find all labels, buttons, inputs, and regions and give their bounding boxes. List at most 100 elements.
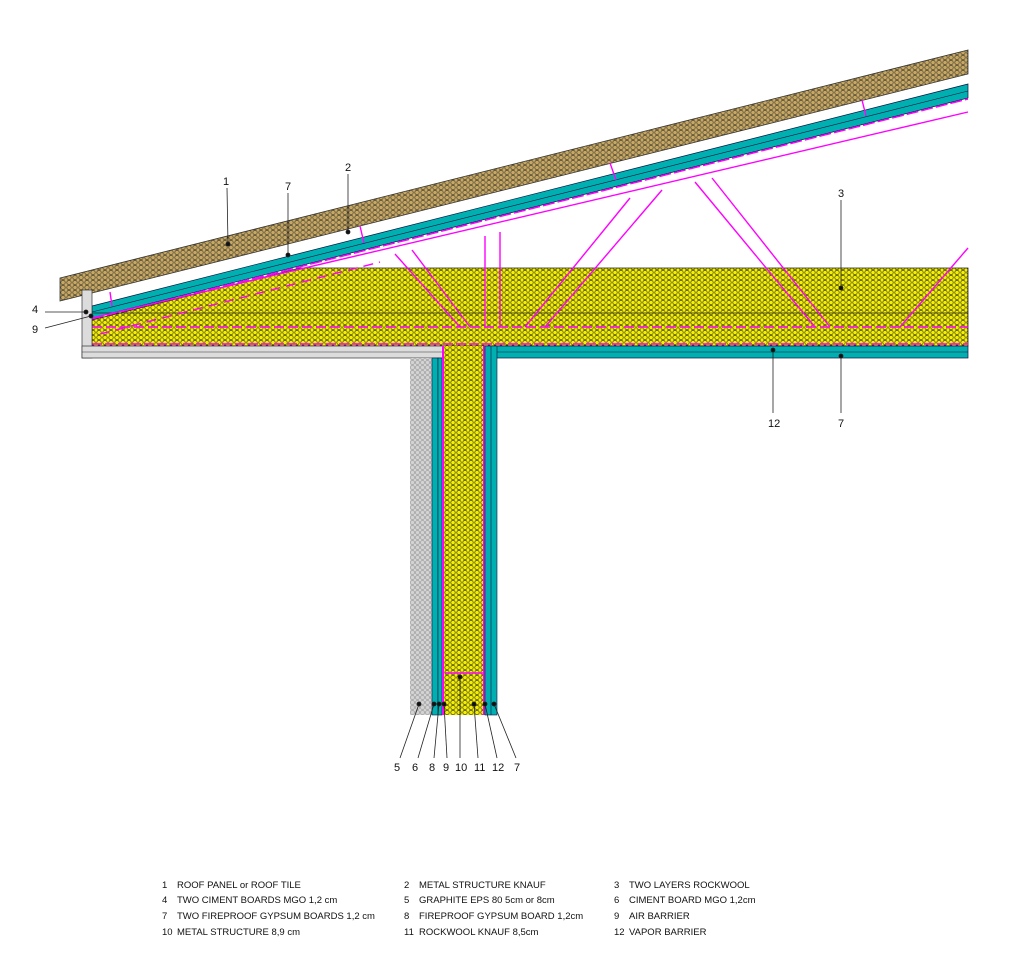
legend-item: 9 AIR BARRIER (614, 911, 690, 922)
leader-dot (471, 701, 477, 707)
legend-number: 4 (162, 895, 168, 906)
wall-vapor-barrier (483, 346, 485, 715)
leader-line (443, 703, 448, 759)
leader-dot (345, 229, 351, 235)
callout-7b: 7 (838, 418, 844, 430)
legend-number: 9 (614, 911, 620, 922)
legend-item: 8 FIREPROOF GYPSUM BOARD 1,2cm (404, 911, 583, 922)
leader-line (44, 315, 92, 329)
callout-3: 3 (838, 188, 844, 200)
wall-callout-12: 12 (492, 762, 504, 774)
roof-callout-leaders (44, 174, 844, 413)
truss-web (544, 189, 663, 328)
legend-number: 3 (614, 880, 620, 891)
callout-1: 1 (223, 176, 229, 188)
roof-fixing-bracket (861, 99, 867, 117)
legend-item: 12 VAPOR BARRIER (614, 927, 706, 938)
roof-fixing-bracket (609, 162, 617, 181)
callout-4: 4 (32, 304, 38, 316)
metal-truss (91, 99, 969, 335)
leader-line (226, 187, 229, 245)
leader-line (473, 703, 479, 759)
roof-board-joint-line (91, 90, 969, 313)
legend-text: AIR BARRIER (629, 911, 690, 922)
leader-dot (225, 241, 231, 247)
truss-web (394, 253, 461, 328)
leader-dot (83, 309, 89, 315)
legend-text: TWO CIMENT BOARDS MGO 1,2 cm (177, 895, 338, 906)
callout-7: 7 (285, 181, 291, 193)
legend-text: VAPOR BARRIER (629, 927, 707, 938)
leader-line (433, 703, 440, 759)
legend-text: METAL STRUCTURE 8,9 cm (177, 927, 300, 938)
legend-item: 7 TWO FIREPROOF GYPSUM BOARDS 1,2 cm (162, 911, 375, 922)
legend-item: 10 METAL STRUCTURE 8,9 cm (162, 927, 300, 938)
legend-text: ROCKWOOL KNAUF 8,5cm (419, 927, 539, 938)
leader-line (399, 703, 420, 759)
legend-text: FIREPROOF GYPSUM BOARD 1,2cm (419, 911, 584, 922)
truss-web (524, 197, 631, 328)
wall-rockwool (444, 346, 483, 715)
roof-fixing-bracket (109, 291, 113, 307)
wall-gypsum-board (437, 357, 443, 716)
leader-dot (457, 674, 463, 680)
leader-dot (838, 285, 844, 291)
legend-text: CIMENT BOARD MGO 1,2cm (629, 895, 756, 906)
leader-dot (88, 313, 94, 319)
legend-item: 3 TWO LAYERS ROCKWOOL (614, 880, 750, 891)
leader-dot (491, 701, 497, 707)
truss-web (711, 177, 831, 328)
leader-dot (838, 353, 844, 359)
legend-item: 5 GRAPHITE EPS 80 5cm or 8cm (404, 895, 555, 906)
legend-number: 2 (404, 880, 410, 891)
legend-number: 5 (404, 895, 410, 906)
wall-callout-5: 5 (394, 762, 400, 774)
legend-item: 2 METAL STRUCTURE KNAUF (404, 880, 546, 891)
leader-dot (441, 701, 447, 707)
callout-12: 12 (768, 418, 780, 430)
wall-eps (410, 358, 432, 715)
legend-text: ROOF PANEL or ROOF TILE (177, 880, 301, 891)
wall-callout-8: 8 (429, 762, 435, 774)
wall-callout-11: 11 (474, 762, 485, 774)
wall-callout-9: 9 (443, 762, 449, 774)
truss-web (411, 249, 471, 328)
wall-callout-10: 10 (455, 762, 467, 774)
legend-number: 8 (404, 911, 410, 922)
legend-item: 1 ROOF PANEL or ROOF TILE (162, 880, 301, 891)
leader-dot (416, 701, 422, 707)
legend-number: 6 (614, 895, 620, 906)
callout-9: 9 (32, 324, 38, 336)
legend-text: TWO FIREPROOF GYPSUM BOARDS 1,2 cm (177, 911, 375, 922)
legend-text: GRAPHITE EPS 80 5cm or 8cm (419, 895, 555, 906)
legend-text: TWO LAYERS ROCKWOOL (629, 880, 750, 891)
legend-text: METAL STRUCTURE KNAUF (419, 880, 546, 891)
roof-fixing-bracket (359, 225, 365, 244)
wall-cement-board (431, 357, 439, 716)
callout-2: 2 (345, 162, 351, 174)
legend-number: 1 (162, 880, 168, 891)
leader-dot (285, 252, 291, 258)
truss-web (99, 261, 381, 335)
legend-item: 6 CIMENT BOARD MGO 1,2cm (614, 895, 756, 906)
legend-number: 12 (614, 927, 625, 938)
leader-dot (436, 701, 442, 707)
legend-item: 4 TWO CIMENT BOARDS MGO 1,2 cm (162, 895, 337, 906)
leader-line (484, 703, 498, 759)
truss-web (694, 181, 816, 328)
leader-dot (482, 701, 488, 707)
wall-callout-leaders (399, 674, 517, 759)
wall-callout-6: 6 (412, 762, 418, 774)
leader-line (417, 703, 435, 759)
roof-panel (59, 49, 969, 302)
leader-line (493, 703, 517, 759)
leader-dot (431, 701, 437, 707)
truss-top-chord (91, 111, 969, 319)
wall-air-barrier (442, 346, 444, 715)
truss-web (899, 247, 969, 328)
legend-number: 7 (162, 911, 168, 922)
legend-number: 10 (162, 927, 173, 938)
roof-air-barrier (91, 98, 969, 320)
